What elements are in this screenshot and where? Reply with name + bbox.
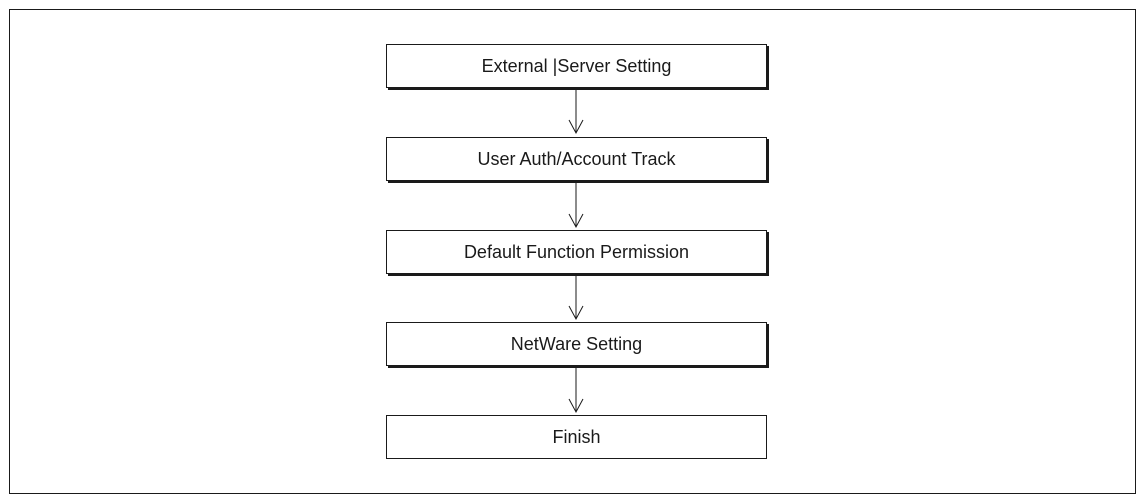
step-default-function-permission: Default Function Permission [386, 230, 767, 274]
step-label: NetWare Setting [510, 333, 643, 354]
step-user-auth-account-track: User Auth/Account Track [386, 137, 767, 181]
step-external-server-setting: External |Server Setting [386, 44, 767, 88]
step-finish: Finish [386, 415, 767, 459]
step-label: Finish [552, 426, 601, 447]
step-label: Default Function Permission [463, 241, 690, 262]
step-netware-setting: NetWare Setting [386, 322, 767, 366]
step-label: External |Server Setting [481, 55, 672, 76]
step-label: User Auth/Account Track [477, 148, 676, 169]
